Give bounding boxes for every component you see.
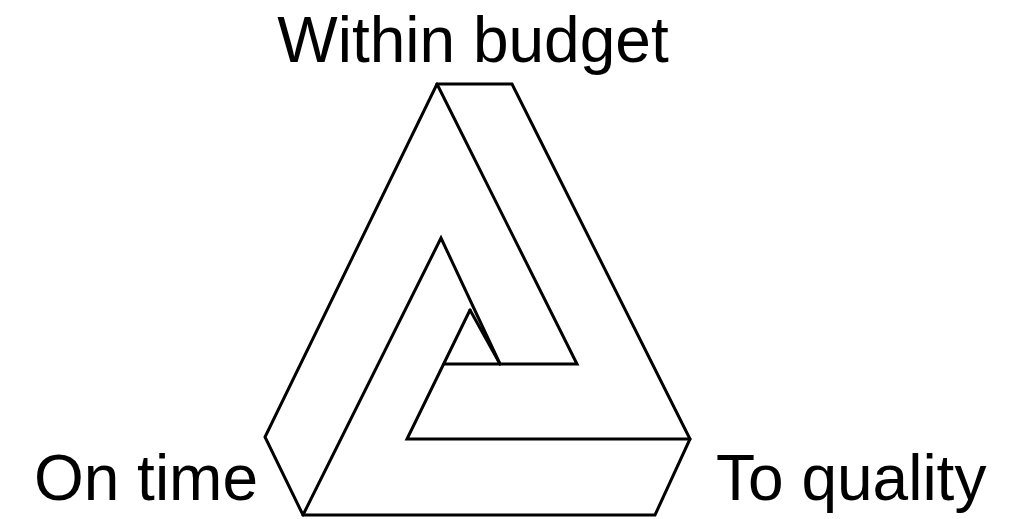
corner-label: Within budget	[277, 8, 668, 72]
triangle-edge	[303, 238, 500, 515]
triangle-edge	[407, 310, 690, 439]
corner-label: To quality	[716, 446, 986, 510]
corner-label: On time	[34, 446, 258, 510]
triangle-outline	[265, 84, 690, 515]
triangle-edge	[437, 84, 577, 364]
